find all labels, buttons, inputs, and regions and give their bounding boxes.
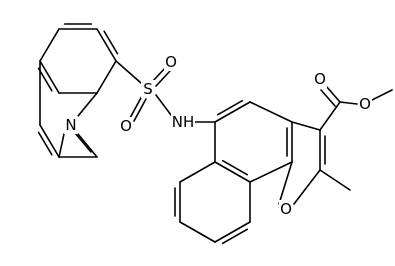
- bond-carbonyl-o: [325, 85, 341, 103]
- bond-c8-c9: [214, 221, 251, 243]
- bond-q1-q2: [96, 28, 117, 62]
- bond-c3a-c3: [291, 121, 321, 131]
- atom-o-sulfonyl-bottom: O: [119, 117, 133, 135]
- atom-o-carbonyl: O: [313, 70, 327, 88]
- atom-o-ester: O: [358, 95, 372, 113]
- bond-q4-q5: [39, 60, 60, 94]
- bond-q1-q2-inner: [103, 30, 119, 55]
- bond-c5-c4-inner: [216, 99, 244, 116]
- bond-carbonyl-oester: [339, 101, 358, 105]
- bond-s-o-top: [151, 66, 167, 83]
- bond-q2-q3: [96, 60, 117, 94]
- bond-s-o-bottom: [129, 95, 143, 119]
- atom-s-sulfonyl: S: [141, 80, 155, 98]
- bond-q9-n-inner: [74, 132, 92, 153]
- bond-s-o-bottom-2: [133, 98, 147, 122]
- atom-n-quinoline: N: [64, 116, 78, 134]
- bond-c5a-c6: [179, 161, 216, 183]
- bond-layer: [37, 23, 393, 245]
- atom-label-layer: N S O O NH O O O: [64, 53, 372, 218]
- bond-c9a-c5a: [214, 161, 251, 183]
- bond-q7-q8: [39, 124, 60, 158]
- atom-o-sulfonyl-top: O: [164, 53, 178, 71]
- bond-s-o-top-2: [155, 70, 171, 87]
- bond-c9a-c5a-inner: [221, 159, 249, 176]
- bond-c8-c9-inner: [221, 228, 249, 245]
- bond-carbonyl-o-2: [320, 89, 336, 107]
- atom-label-o-sulfonyl-top: O: [165, 53, 177, 71]
- bond-c8-s: [115, 60, 142, 84]
- bond-c3-carbonyl: [319, 101, 341, 131]
- bond-ofuran-c9b: [278, 161, 293, 205]
- atom-o-furan: O: [279, 200, 293, 218]
- atom-label-s-sulfonyl: S: [143, 80, 153, 98]
- bond-s-nh: [155, 94, 172, 116]
- bond-c5-c4: [214, 101, 251, 123]
- atom-label-o-carbonyl: O: [314, 70, 326, 88]
- bond-c2-methyl: [319, 169, 351, 191]
- atom-label-n-quinoline: N: [65, 116, 76, 134]
- bond-n-q3: [77, 92, 98, 117]
- bond-q9-n: [77, 133, 98, 158]
- bond-q5-q6: [39, 28, 60, 62]
- atom-label-o-ester: O: [359, 95, 371, 113]
- bond-n-q8-connector: [58, 133, 65, 158]
- atom-label-o-furan: O: [280, 200, 292, 218]
- atom-label-nh-amide: NH: [172, 113, 195, 131]
- bond-c4-c3a: [249, 101, 293, 123]
- atom-nh-amide: NH: [171, 113, 195, 131]
- atom-label-o-sulfonyl-bottom: O: [120, 117, 132, 135]
- bond-c2-ofuran: [293, 169, 321, 205]
- bond-c7-c8: [179, 221, 216, 243]
- bond-q7-q8-inner: [37, 131, 53, 156]
- bond-oester-methyl: [371, 89, 393, 101]
- bond-c9b-c9a: [249, 161, 293, 183]
